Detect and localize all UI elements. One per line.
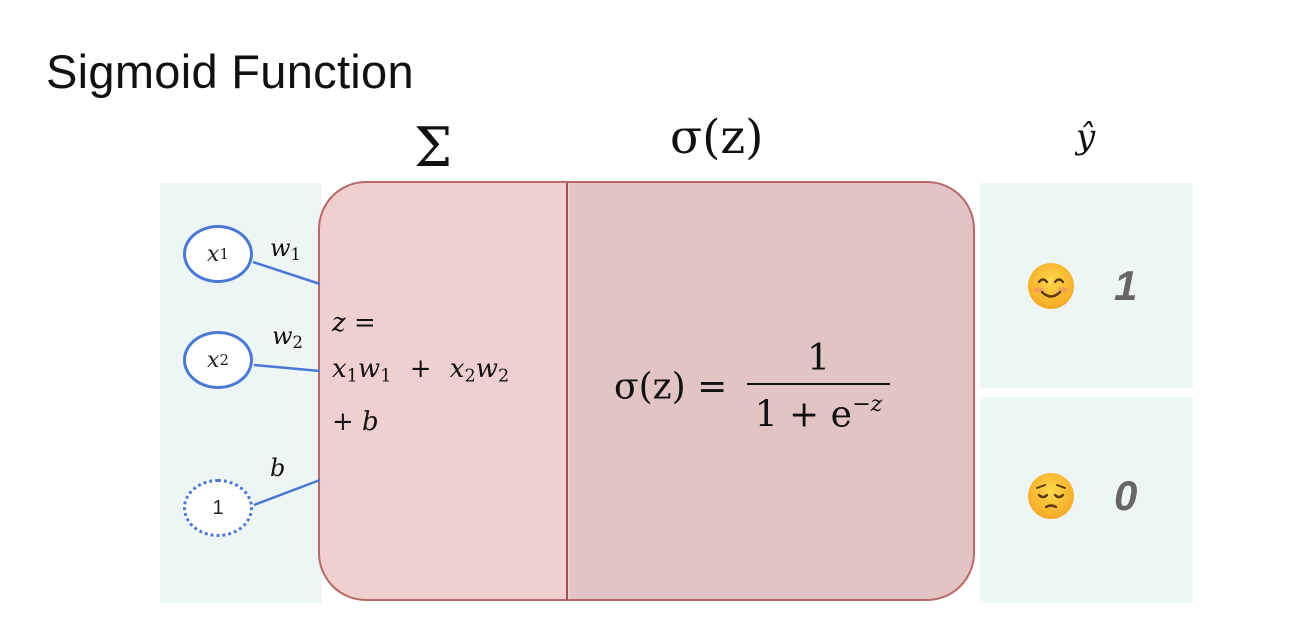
bias-node-value: 1	[212, 496, 224, 519]
input-x1-sub: 1	[219, 245, 229, 263]
weight-label-w1: w1	[270, 234, 301, 264]
activation-header: σ(z)	[670, 110, 764, 165]
sum-header: Σ	[414, 116, 453, 179]
sigmoid-exponent: −z	[851, 391, 883, 417]
sum-w1: w	[357, 354, 381, 384]
input-x2-sub: 2	[219, 351, 229, 369]
sum-formula-line2: x1w1 + x2w2	[332, 346, 509, 399]
sigmoid-fraction: 1 1 + e−z	[746, 338, 891, 436]
sum-x1: x	[332, 354, 347, 384]
output-value-positive: 1	[1114, 262, 1138, 309]
sum-x2: x	[449, 354, 465, 384]
neuron-box	[318, 181, 975, 601]
weight-w2: w	[272, 322, 293, 350]
sigmoid-numerator: 1	[807, 338, 831, 379]
sigmoid-lhs: σ(z) =	[614, 366, 728, 408]
weight-w1-sub: 1	[290, 245, 301, 265]
sum-w2-sub: 2	[497, 366, 510, 387]
input-x1-label: x	[207, 241, 220, 267]
sum-formula-line3: + b	[332, 407, 379, 438]
weight-label-w2: w2	[272, 322, 303, 352]
input-x2-label: x	[207, 347, 220, 373]
edge-bias	[253, 478, 321, 507]
sum-formula-line1: z =	[332, 308, 376, 338]
output-header: ŷ	[1076, 117, 1096, 157]
edge-x2	[253, 363, 321, 373]
output-panel-positive	[980, 183, 1193, 388]
smiling-face-icon	[1028, 263, 1074, 309]
sigmoid-formula: σ(z) = 1 1 + e−z	[614, 338, 891, 436]
edge-x1	[252, 260, 321, 286]
output-value-negative: 0	[1114, 472, 1138, 519]
slide-title: Sigmoid Function	[46, 45, 414, 98]
weight-w2-sub: 2	[292, 333, 303, 353]
sum-plus: +	[409, 354, 432, 384]
sigmoid-denominator-base: 1 + e	[754, 394, 852, 436]
fraction-bar	[746, 383, 891, 385]
pensive-face-icon	[1028, 473, 1074, 519]
neuron-divider	[566, 183, 568, 600]
output-panel-negative	[980, 397, 1193, 603]
weight-w1: w	[270, 234, 291, 262]
sum-x2-sub: 2	[464, 366, 476, 387]
sum-x1-sub: 1	[346, 366, 358, 387]
sigmoid-denominator: 1 + e−z	[747, 385, 891, 436]
sum-w1-sub: 1	[380, 366, 392, 387]
weighted-sum-formula: z = x1w1 + x2w2 + b	[332, 300, 509, 445]
bias-node: 1	[183, 479, 253, 537]
sum-w2: w	[475, 354, 498, 384]
bias-label: b	[270, 454, 286, 482]
